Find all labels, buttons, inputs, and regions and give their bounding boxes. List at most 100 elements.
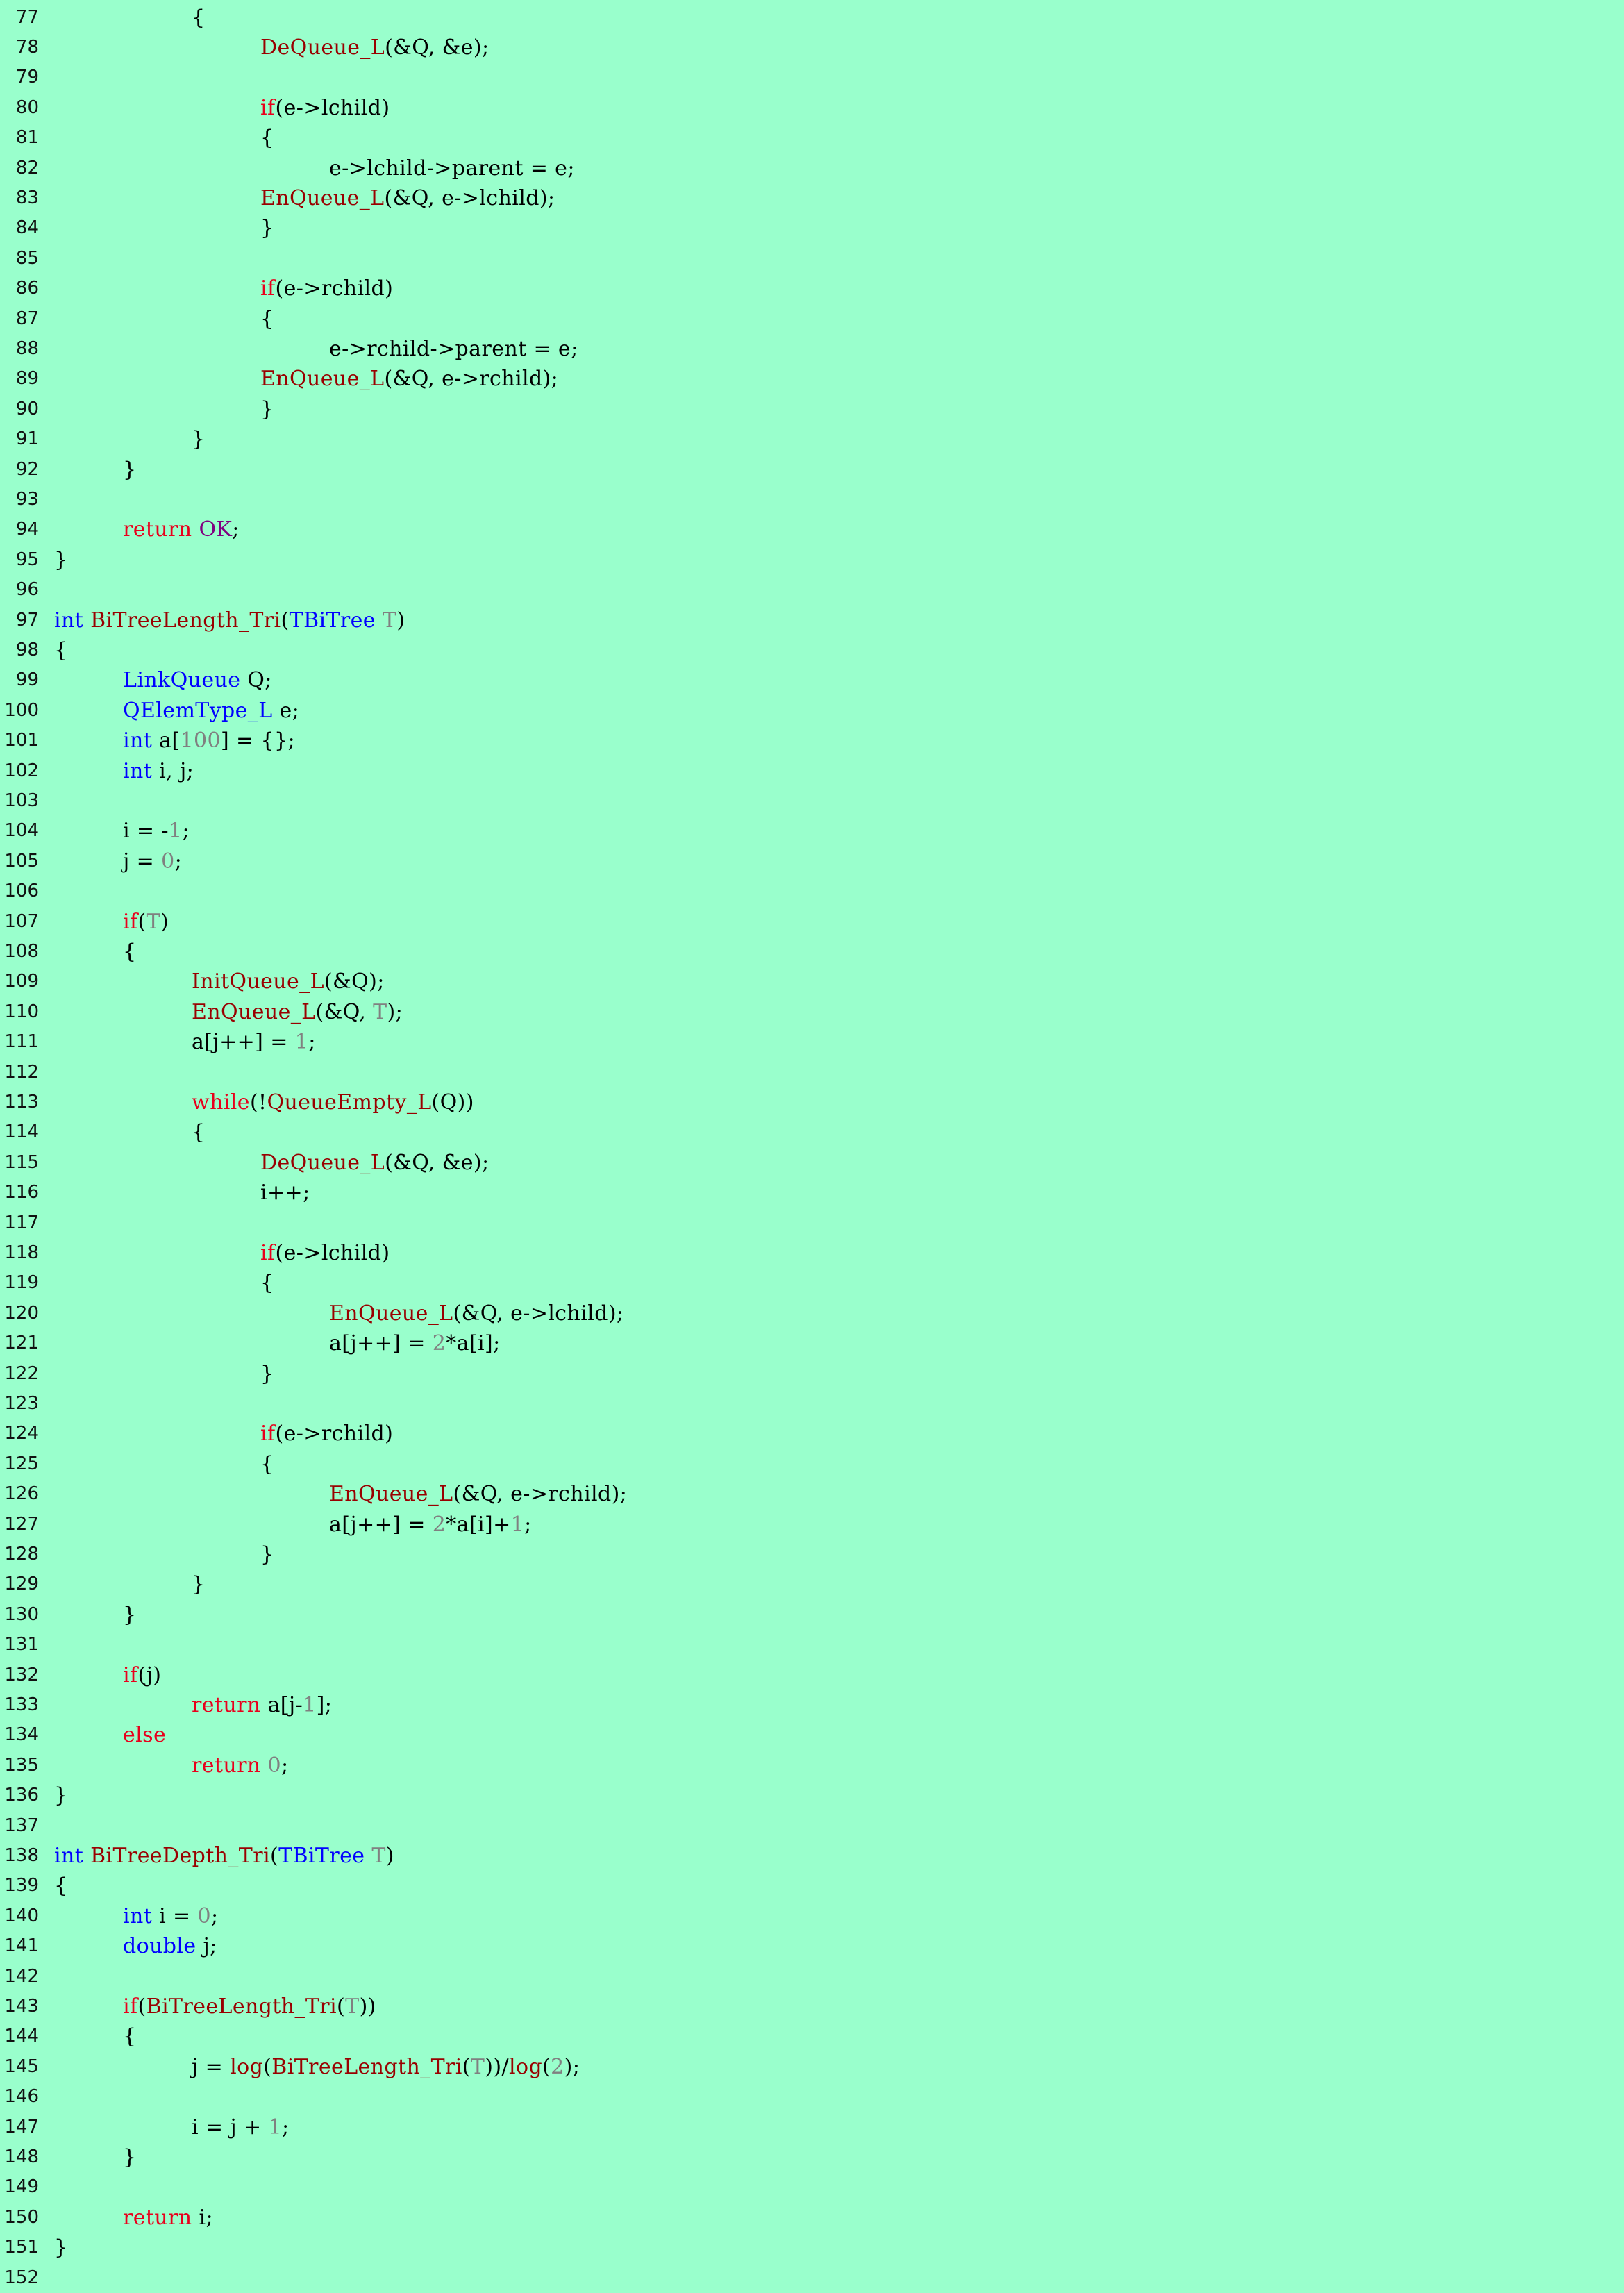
code-line[interactable]: 93	[0, 485, 1624, 515]
code-line[interactable]: 117	[0, 1208, 1624, 1238]
code-text: }	[123, 457, 137, 482]
code-content: DeQueue_L(&Q, &e);	[260, 1148, 489, 1178]
code-line[interactable]: 142	[0, 1962, 1624, 1992]
code-line[interactable]: 79	[0, 62, 1624, 92]
code-line[interactable]: 152	[0, 2263, 1624, 2293]
code-content: {	[54, 1871, 68, 1901]
code-line[interactable]: 123	[0, 1389, 1624, 1419]
code-line[interactable]: 84}	[0, 213, 1624, 243]
code-text: (Q))	[431, 1090, 474, 1115]
line-number: 86	[15, 278, 39, 299]
type-token: int	[54, 1843, 84, 1868]
code-line[interactable]: 77{	[0, 3, 1624, 33]
code-line[interactable]: 128}	[0, 1540, 1624, 1569]
code-line[interactable]: 108{	[0, 937, 1624, 967]
code-line[interactable]: 90}	[0, 394, 1624, 424]
code-line[interactable]: 151}	[0, 2233, 1624, 2262]
number-token: 1	[268, 2115, 283, 2140]
code-text: (	[137, 1994, 147, 2019]
code-line[interactable]: 129}	[0, 1569, 1624, 1599]
code-text: }	[123, 1602, 137, 1627]
line-number: 77	[15, 6, 39, 28]
line-number: 91	[15, 428, 39, 450]
code-line[interactable]: 86 if(e->rchild)	[0, 274, 1624, 303]
code-line[interactable]: 112	[0, 1058, 1624, 1087]
code-content: i = -1;	[123, 816, 190, 846]
code-line[interactable]: 92}	[0, 455, 1624, 485]
code-line[interactable]: 119{	[0, 1268, 1624, 1298]
code-line[interactable]: 146	[0, 2082, 1624, 2112]
code-line[interactable]: 136}	[0, 1781, 1624, 1810]
code-line[interactable]: 95}	[0, 545, 1624, 575]
code-line[interactable]: 137	[0, 1811, 1624, 1841]
code-content: }	[123, 455, 137, 485]
code-line[interactable]: 103	[0, 786, 1624, 816]
line-number: 96	[15, 579, 39, 601]
code-line[interactable]: 96	[0, 575, 1624, 605]
code-line[interactable]: 130}	[0, 1600, 1624, 1630]
code-content: {	[260, 1268, 274, 1298]
code-line[interactable]: 144{	[0, 2021, 1624, 2051]
code-line[interactable]: 106	[0, 876, 1624, 906]
code-text: {	[54, 637, 68, 662]
code-line[interactable]: 125{	[0, 1449, 1624, 1479]
code-line[interactable]: 87{	[0, 304, 1624, 334]
code-line[interactable]: 85	[0, 244, 1624, 274]
code-line[interactable]: 91}	[0, 424, 1624, 454]
code-content: if(e->rchild)	[260, 274, 393, 303]
code-text: ;	[211, 1903, 219, 1928]
code-text: }	[260, 1542, 274, 1567]
line-number: 81	[15, 127, 39, 149]
code-line[interactable]: 98{	[0, 635, 1624, 665]
code-line[interactable]: 122}	[0, 1359, 1624, 1389]
code-line[interactable]: 139{	[0, 1871, 1624, 1901]
code-line[interactable]: 114{	[0, 1117, 1624, 1147]
code-line[interactable]: 131	[0, 1630, 1624, 1660]
code-line[interactable]: 148}	[0, 2142, 1624, 2172]
line-number: 80	[15, 97, 39, 118]
code-line[interactable]: 149	[0, 2172, 1624, 2202]
line-number: 136	[4, 1785, 39, 1806]
code-content: }	[54, 545, 68, 575]
code-line[interactable]: 81{	[0, 123, 1624, 153]
